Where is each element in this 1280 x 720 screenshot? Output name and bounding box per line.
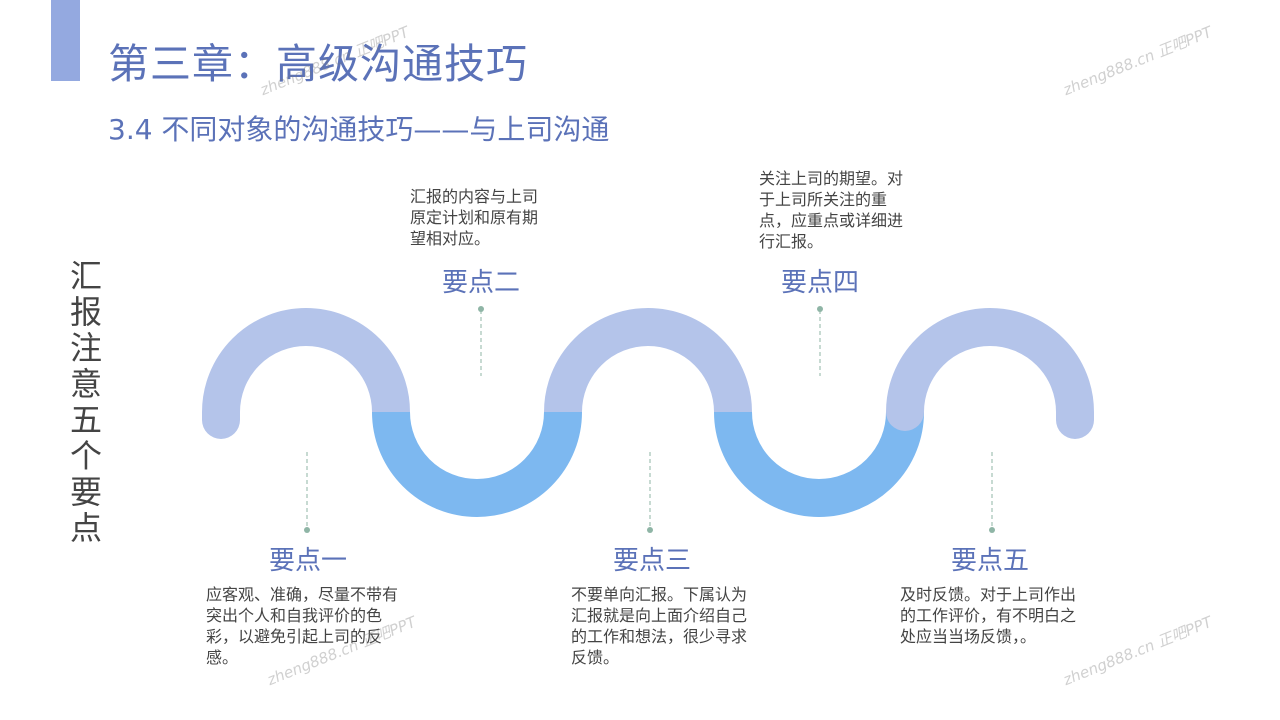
point-3-label: 要点三 [612, 546, 692, 576]
point-3-text: 不要单向汇报。下属认为汇报就是向上面介绍自己的工作和想法，很少寻求反馈。 [571, 585, 748, 667]
point-1-text: 应客观、准确，尽量不带有突出个人和自我评价的色彩，以避免引起上司的反感。 [206, 585, 399, 667]
point-5-text: 及时反馈。对于上司作出的工作评价，有不明白之处应当当场反馈，。 [900, 585, 1077, 646]
connector-dot-1 [304, 527, 310, 533]
connector-dot-2 [478, 306, 484, 312]
page-subtitle: 3.4 不同对象的沟通技巧——与上司沟通 [108, 113, 610, 146]
point-2-label: 要点二 [441, 268, 521, 298]
point-4-label: 要点四 [780, 268, 860, 298]
connector-dot-4 [817, 306, 823, 312]
connector-dot-3 [647, 527, 653, 533]
wave-arc-2 [372, 411, 582, 517]
wave-arc-5 [886, 308, 1094, 439]
point-4-text: 关注上司的期望。对于上司所关注的重点，应重点或详细进行汇报。 [759, 169, 904, 251]
point-5-label: 要点五 [950, 546, 1030, 576]
wave-arc-4 [714, 411, 924, 517]
accent-bar [51, 0, 80, 81]
page-title: 第三章：高级沟通技巧 [108, 40, 528, 88]
point-2-text: 汇报的内容与上司原定计划和原有期望相对应。 [410, 187, 539, 248]
point-1-label: 要点一 [268, 546, 348, 576]
wave-arc-1 [202, 308, 410, 439]
connector-dot-5 [989, 527, 995, 533]
side-title: 汇报注意五个要点 [70, 257, 103, 547]
wave-arc-3 [544, 308, 752, 413]
